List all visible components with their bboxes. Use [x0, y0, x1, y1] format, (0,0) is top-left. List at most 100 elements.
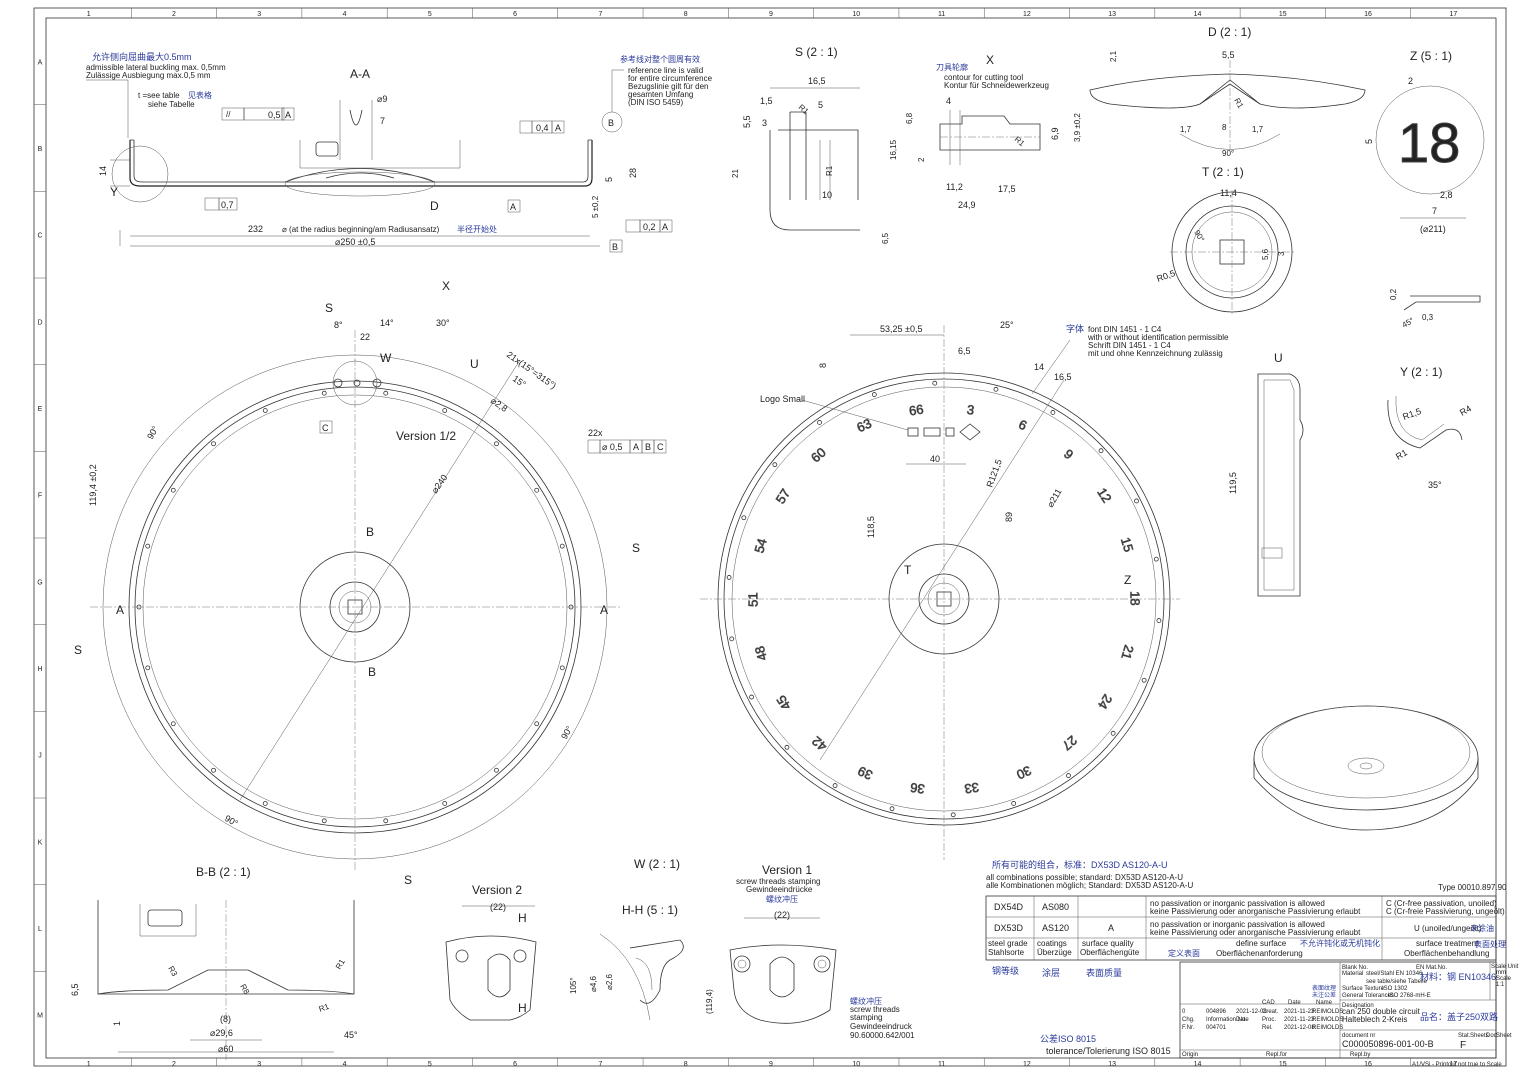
tb-cn-tol: 未注公差	[1312, 991, 1336, 999]
section-bb: B-B (2 : 1) 6,5 1 ⌀29,6 (8) ⌀60 R3 R8 R1…	[70, 865, 358, 1060]
rev-name: REIMOLDS	[1312, 1009, 1343, 1015]
tol-flat-2: 0,4	[536, 123, 549, 133]
v1-en: screw threads stamping	[736, 877, 820, 886]
rev-role: Proc.	[1262, 1017, 1276, 1023]
section-bb-title: B-B (2 : 1)	[196, 865, 251, 879]
detail-z-5: 5	[1364, 139, 1374, 144]
mat-h-treat-cn: 表面处理	[1474, 939, 1506, 949]
mounting-hole	[494, 441, 499, 447]
grid-col-bottom: 14	[1194, 1061, 1202, 1068]
title-block: Blank No. Material steel/Stahl EN 10346 …	[1040, 961, 1519, 1068]
bb-6-5: 6,5	[70, 983, 80, 996]
dim-5-tol: 5 ±0,2	[591, 195, 600, 218]
mounting-hole	[1110, 730, 1116, 736]
grid-col-top: 2	[172, 11, 176, 18]
mounting-hole	[211, 767, 216, 773]
tb-tol-cn: 公差ISO 8015	[1040, 1033, 1096, 1044]
comb-en: all combinations possible; standard: DX5…	[986, 873, 1183, 882]
dim-232-cn: 半径开始处	[457, 224, 497, 234]
mat-h-def-en: define surface	[1236, 939, 1287, 948]
rev-role-date: 2021-11-23	[1284, 1009, 1315, 1015]
tol-flat-3: 0,7	[221, 200, 234, 210]
left-x-marker: X	[442, 279, 450, 293]
thickness-note-de: siehe Tabelle	[148, 100, 195, 109]
detail-z-ref: (⌀211)	[1420, 224, 1446, 234]
detail-s-16-5: 16,5	[808, 76, 826, 86]
detail-z-7: 7	[1432, 206, 1437, 216]
detail-z-title: Z (5 : 1)	[1410, 49, 1452, 63]
reference-note-de2: gesamten Umfang	[628, 90, 693, 99]
rev-date: 2021-12-08	[1236, 1009, 1267, 1015]
rev-number: 004701	[1206, 1025, 1227, 1031]
mounting-hole	[871, 392, 877, 397]
left-version: Version 1/2	[396, 429, 456, 443]
grid-col-bottom: 8	[684, 1061, 688, 1068]
grid-col-top: 6	[513, 11, 517, 18]
buckling-note-en: admissible lateral buckling max. 0,5mm	[86, 63, 226, 72]
reference-note-en2: for entire circumference	[628, 74, 713, 83]
detail-x-title: X	[986, 53, 994, 67]
dim-28: 28	[628, 168, 638, 178]
font-note-1: font DIN 1451 - 1 C4	[1088, 325, 1162, 334]
mat-code-en: U (unoiled/ungeölt)	[1414, 924, 1482, 933]
left-d22: 22	[360, 332, 370, 342]
v1-de: Gewindeeindrücke	[746, 885, 813, 894]
tb-doc-no-lbl: document nr	[1342, 1033, 1375, 1039]
mounting-hole	[321, 390, 327, 396]
grid-col-top: 8	[684, 11, 688, 18]
mounting-hole	[559, 665, 565, 671]
mounting-hole	[170, 487, 176, 493]
tb-name-hdr: Name	[1316, 1000, 1333, 1006]
mounting-hole	[559, 543, 565, 549]
tol-parallel-1: 0,5	[268, 110, 281, 120]
scale-number: 54	[751, 537, 769, 555]
detail-d-1-7a: 1,7	[1180, 125, 1192, 134]
detail-y-angle: 35°	[1428, 480, 1442, 490]
edge-0-3: 0,3	[1422, 313, 1434, 322]
tb-origin: Origin	[1182, 1052, 1198, 1058]
detail-t-3: 3	[1277, 251, 1286, 256]
mat-h-qual-de: Oberflächengüte	[1080, 948, 1140, 957]
reference-note-en1: reference line is valid	[628, 66, 703, 75]
detail-x-6-8: 6,8	[905, 112, 914, 124]
mounting-hole	[889, 806, 895, 812]
bb-8: (8)	[220, 1014, 231, 1024]
detail-hh-4-6: ⌀4,6	[589, 976, 598, 992]
grid-col-bottom: 5	[428, 1061, 432, 1068]
v1-22: (22)	[774, 910, 790, 920]
detail-s-3: 3	[762, 118, 767, 128]
detail-d-angle: 90°	[1222, 149, 1234, 158]
pos-ref: C	[657, 442, 664, 452]
mounting-hole	[726, 575, 732, 580]
tb-cad: CAD	[1262, 1000, 1275, 1006]
dim-232: 232	[248, 224, 263, 234]
left-b-bottom: B	[368, 665, 376, 679]
pos-ref: A	[633, 442, 639, 452]
mat-h-treat-de: Oberflächenbehandlung	[1404, 949, 1489, 958]
grid-row-left: L	[38, 926, 42, 933]
mat-h-qual-cn: 定义表面	[1168, 948, 1200, 958]
tb-cn-surface: 表面纹理	[1312, 984, 1336, 992]
tol-parallel-4-ref: A	[662, 222, 668, 232]
mat-h-steel-en: steel grade	[988, 939, 1028, 948]
mounting-hole	[145, 665, 151, 671]
detail-s-title: S (2 : 1)	[795, 45, 838, 59]
mounting-hole	[1141, 677, 1147, 683]
detail-s-r1b: R1	[825, 165, 834, 176]
rev-index: 0	[1182, 1009, 1186, 1015]
scale-number: 18	[1128, 591, 1143, 606]
grid-row-left: J	[38, 753, 42, 760]
tb-desig-en: can 250 double circuit	[1342, 1007, 1421, 1016]
grid-col-top: 11	[938, 11, 945, 18]
rev-number: Information No.	[1206, 1017, 1247, 1023]
scale-number: 33	[963, 780, 980, 797]
mat-steel: DX54D	[994, 902, 1024, 912]
svg-text://: //	[226, 110, 231, 119]
reference-note-iso: (DIN ISO 5459)	[628, 98, 683, 107]
right-d40: 40	[930, 454, 940, 464]
right-plan-view: 3691215182124273033363942454851545760636…	[700, 320, 1229, 860]
detail-t-11-4: 11,4	[1220, 188, 1237, 198]
detail-s-10: 10	[822, 190, 832, 200]
detail-hh: H-H (5 : 1) 105° ⌀4,6 ⌀2,6	[569, 903, 684, 1021]
right-mounting-holes	[726, 380, 1162, 818]
